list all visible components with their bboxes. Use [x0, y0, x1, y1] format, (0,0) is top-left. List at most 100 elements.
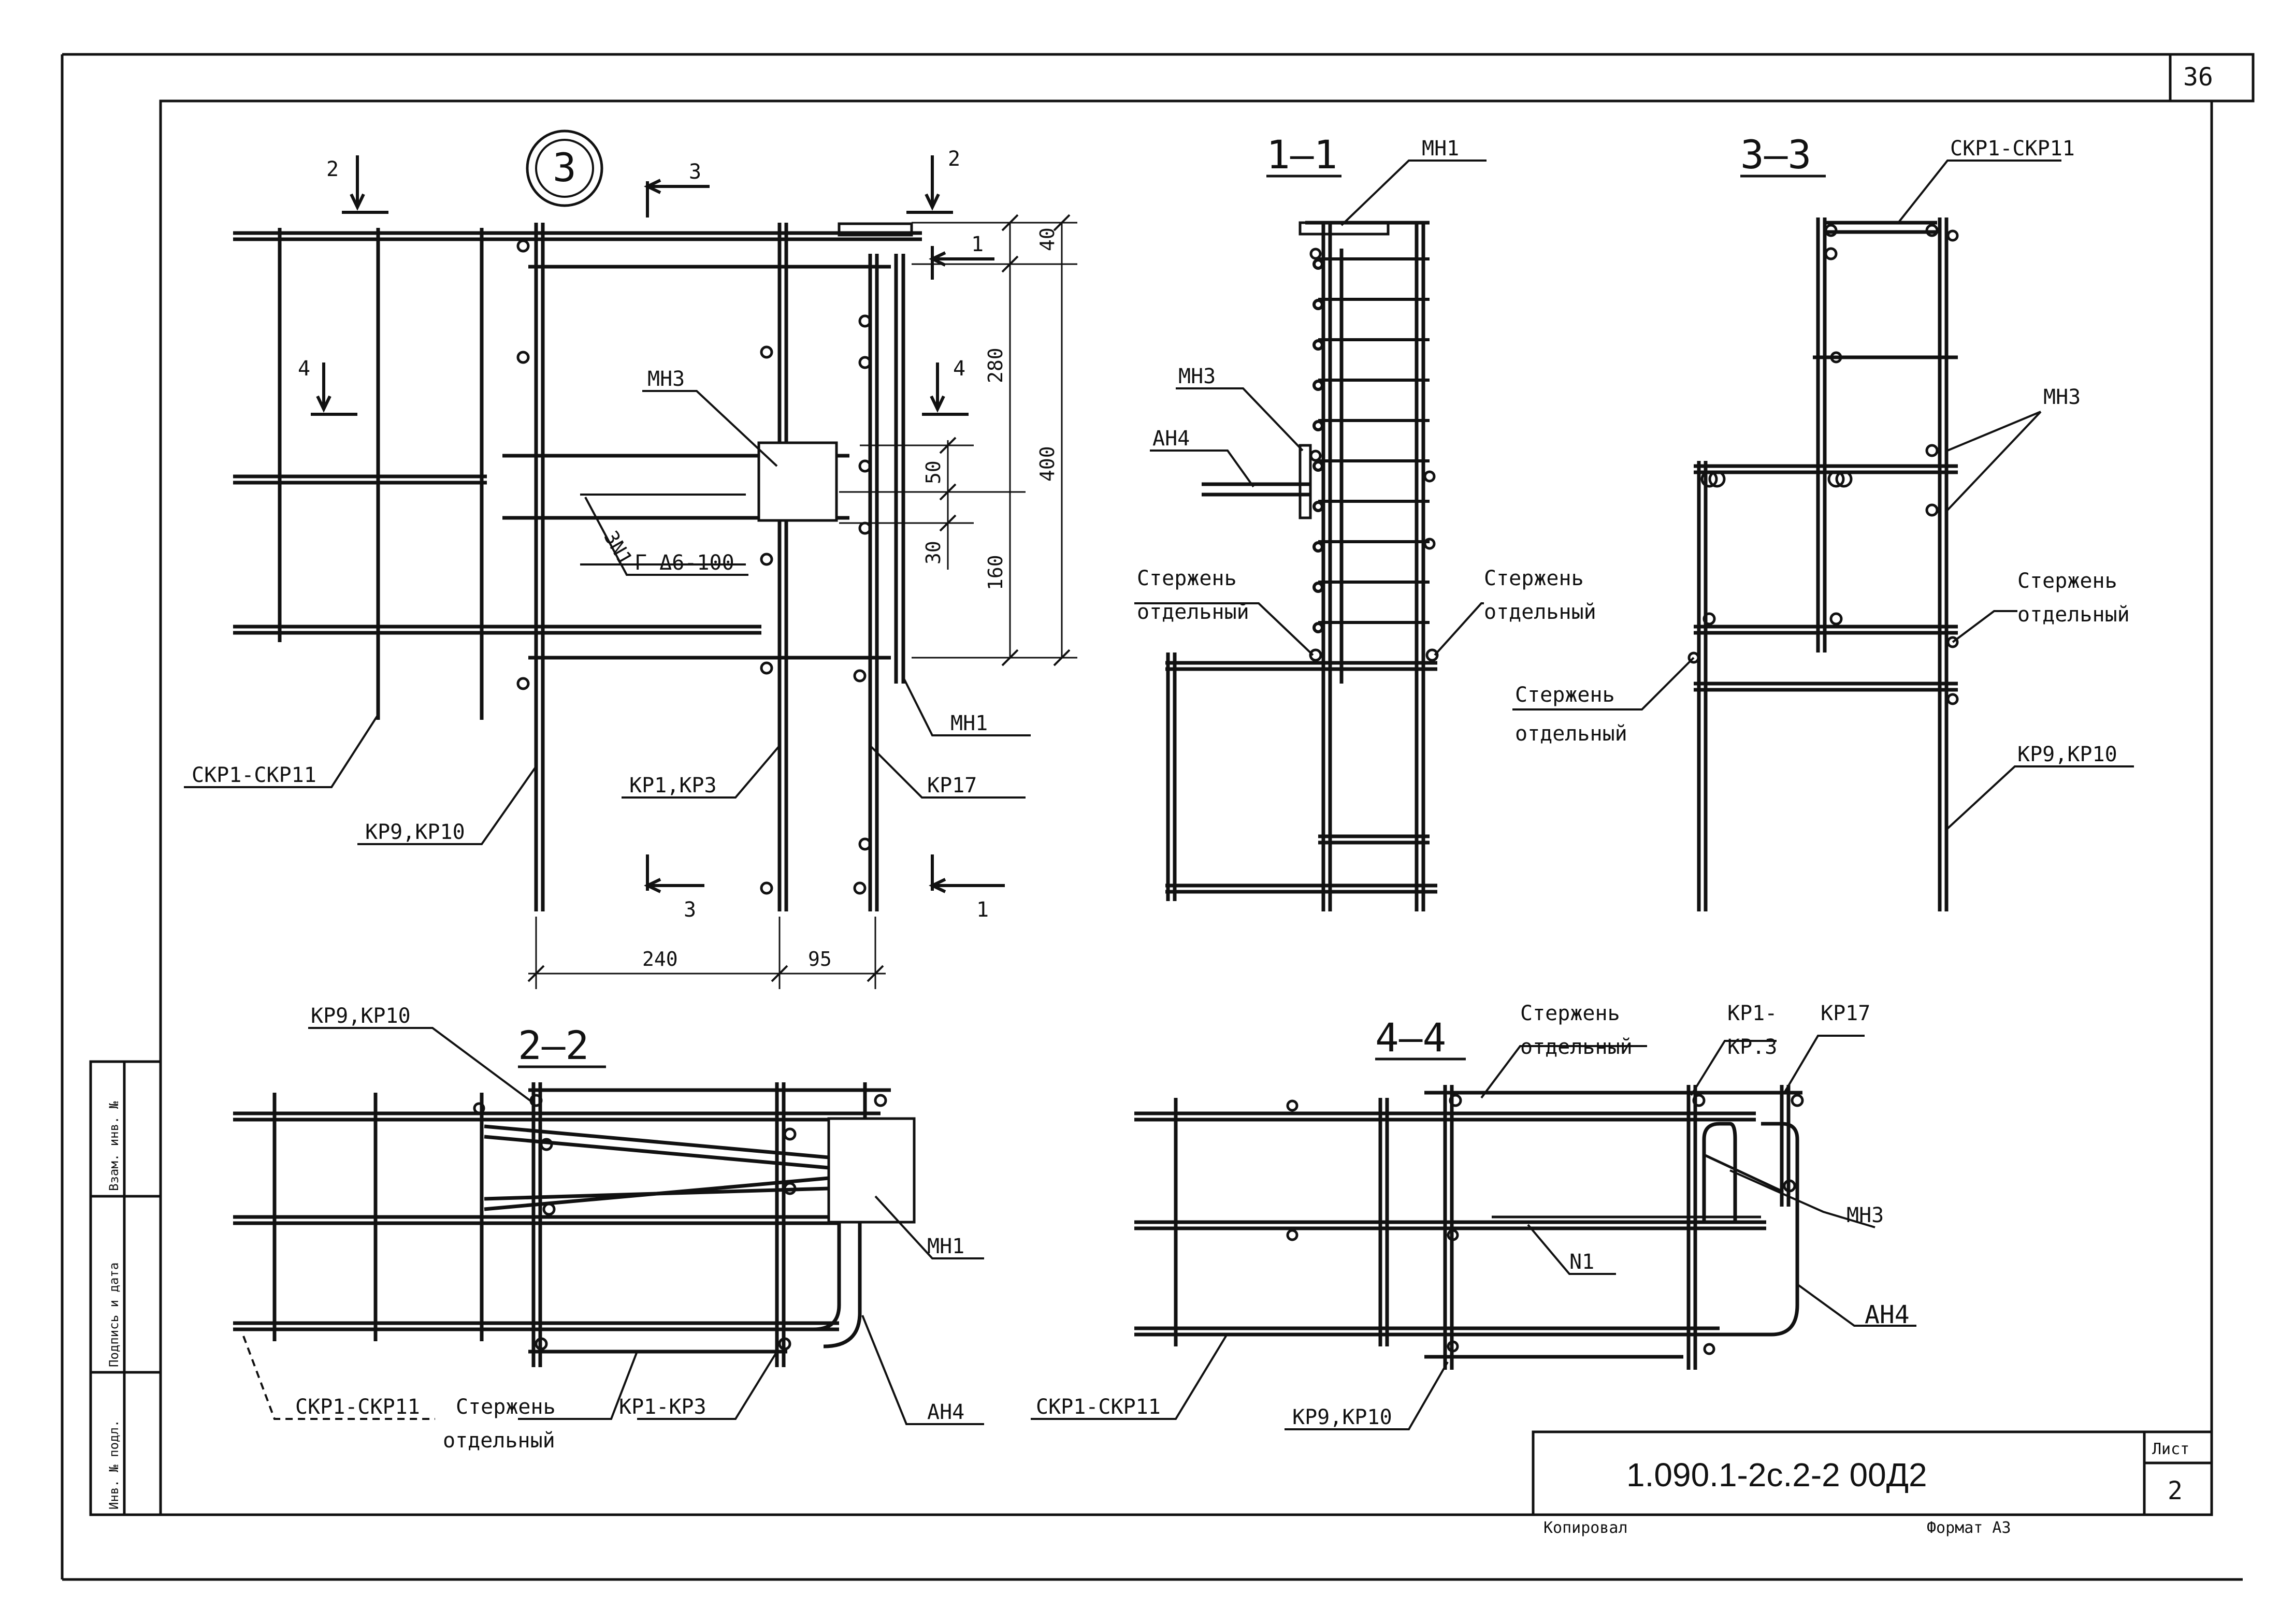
view-2-2-rod-ends	[473, 1094, 887, 1351]
label-an4-22: АН4	[927, 1400, 964, 1424]
view-4-4-title: 4–4	[1375, 1014, 1446, 1061]
section-mark-4-right: 4	[953, 357, 965, 381]
label-kp9-kp10-33: КР9,КР10	[2017, 743, 2117, 766]
label-rod-44-line2: отдельный	[1520, 1035, 1633, 1059]
rung-rod-end	[1312, 501, 1324, 512]
rung-rod-end	[1312, 622, 1324, 633]
label-mn3-main: МН3	[647, 367, 685, 391]
dim-50: 50	[922, 460, 945, 484]
rung-rod-end	[1312, 420, 1324, 431]
view-1-1: 1–1 МН1 МН3 АН4 Стержень отдельный Стерж…	[1134, 132, 1596, 911]
view-3-3-bars	[1694, 218, 1958, 911]
label-mn1-main: МН1	[950, 712, 988, 735]
dim-280: 280	[984, 347, 1007, 383]
rung-rod-end	[1312, 460, 1324, 472]
label-rod-44-line1: Стержень	[1520, 1002, 1620, 1025]
mn3-plate	[757, 441, 838, 522]
section-mark-3-top: 3	[689, 160, 701, 184]
dim-95: 95	[808, 948, 832, 970]
view-4-4-leaders	[1031, 1035, 1916, 1430]
rung-rod-end	[1312, 582, 1324, 593]
view-3-3-title: 3–3	[1740, 132, 1811, 178]
label-rod-right-11-line1: Стержень	[1484, 567, 1584, 590]
main-view-leaders	[184, 390, 1031, 845]
main-view-bars	[233, 222, 922, 911]
label-an4-44: АН4	[1865, 1300, 1910, 1329]
dim-240: 240	[642, 948, 678, 970]
section-mark-1-bottom: 1	[976, 898, 989, 922]
label-kp9-kp10-44: КР9,КР10	[1292, 1405, 1392, 1429]
label-rod-right-33-line2: отдельный	[2017, 603, 2130, 627]
label-mn3-11: МН3	[1178, 365, 1216, 388]
label-weld-spec: Г Δ6-100	[634, 551, 734, 575]
rung-rod-end	[1312, 299, 1324, 310]
label-an4-11: АН4	[1152, 427, 1190, 451]
label-kp17-main: КР17	[927, 774, 977, 798]
label-n1-44: N1	[1569, 1250, 1594, 1274]
label-rod-left-33-line2: отдельный	[1515, 722, 1627, 746]
label-mn3-44: МН3	[1846, 1204, 1884, 1227]
label-kp9-kp10-22: КР9,КР10	[311, 1004, 411, 1028]
node-circle-inner	[535, 139, 594, 198]
section-mark-4-left: 4	[298, 357, 310, 381]
rung-rod-end	[1312, 258, 1324, 270]
label-rod-left-11-line2: отдельный	[1137, 600, 1249, 624]
label-kp17-44: КР17	[1821, 1002, 1870, 1025]
view-2-2-title: 2–2	[518, 1022, 589, 1068]
view-4-4-bars	[1134, 1085, 1802, 1370]
view-1-1-leaders	[1134, 160, 1487, 656]
sheet-value: 2	[2168, 1476, 2183, 1505]
label-kp1-kp3-main: КР1,КР3	[629, 774, 717, 798]
label-rod-22-line2: отдельный	[443, 1429, 555, 1453]
dim-160: 160	[984, 555, 1007, 590]
rung-rod-end	[1312, 339, 1324, 351]
section-markers	[311, 155, 1005, 893]
label-kp1-kp3-22: КР1-КР3	[619, 1395, 706, 1419]
label-skp-main: СКР1-СКР11	[192, 763, 316, 787]
dim-400: 400	[1036, 446, 1059, 482]
view-3-3-rod-ends	[1687, 224, 1959, 705]
main-view-dimensions	[527, 214, 1077, 989]
view-2-2-leaders	[242, 1027, 984, 1425]
dim-30: 30	[922, 541, 945, 564]
label-skp-44: СКР1-СКР11	[1036, 1395, 1161, 1419]
format-label: Формат А3	[1927, 1519, 2011, 1537]
label-rod-left-33-line1: Стержень	[1515, 683, 1615, 707]
label-kp9-kp10-main: КР9,КР10	[365, 820, 465, 844]
view-4-4-rod-ends	[1286, 1094, 1804, 1355]
copied-label: Копировал	[1543, 1519, 1628, 1537]
drawing-code: 1.090.1-2с.2-2 00Д2	[1626, 1456, 1927, 1494]
rung-rod-end	[1312, 541, 1324, 553]
view-3-3: 3–3 СКР1-СКР11 МН3 Стержень отдельный Ст…	[1512, 132, 2134, 911]
view-1-1-rod-ends	[1309, 248, 1439, 662]
view-2-2-bars	[233, 1082, 891, 1367]
label-skp-33: СКР1-СКР11	[1950, 137, 2075, 161]
node-circle-outer	[526, 129, 603, 207]
label-mn1-11: МН1	[1422, 137, 1459, 161]
mn1-plate-22	[827, 1117, 916, 1224]
view-3-3-leaders	[1512, 160, 2134, 830]
dim-40: 40	[1036, 227, 1059, 251]
view-4-4: 4–4 Стержень отдельный КР1- КР.3 КР17 МН…	[1031, 1002, 1916, 1430]
label-rod-right-33-line1: Стержень	[2017, 569, 2117, 593]
section-mark-1-top: 1	[971, 233, 984, 256]
main-view: 2 3 2 1 4 4 3 1 3	[184, 129, 1077, 989]
label-kp1-kp3-44-line2: КР.3	[1727, 1035, 1777, 1059]
label-skp-22: СКР1-СКР11	[295, 1395, 420, 1419]
label-rod-left-11-line1: Стержень	[1137, 567, 1237, 590]
view-1-1-title: 1–1	[1266, 132, 1337, 178]
node-number: 3	[553, 144, 576, 191]
label-rod-22-line1: Стержень	[456, 1395, 556, 1419]
rung-rod-end	[1312, 380, 1324, 391]
sheet-label: Лист	[2152, 1440, 2189, 1458]
corner-sheet-number: 36	[2183, 63, 2213, 92]
stamp-signature-date: Подпись и дата	[107, 1263, 121, 1367]
view-2-2: 2–2 КР9,КР10 МН1 СКР1-СКР11 Стержень отд…	[233, 1004, 984, 1453]
label-mn1-22: МН1	[927, 1235, 964, 1258]
section-mark-2-right: 2	[948, 147, 960, 171]
stamp-replacement-number: Взам. инв. №	[107, 1101, 121, 1191]
label-rod-right-11-line2: отдельный	[1484, 600, 1596, 624]
label-mn3-33: МН3	[2043, 385, 2081, 409]
